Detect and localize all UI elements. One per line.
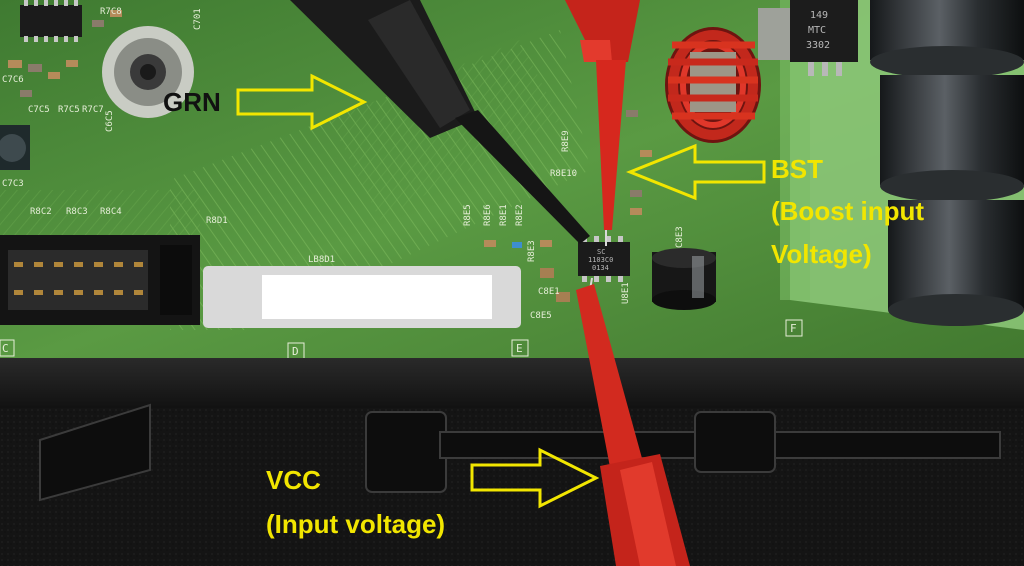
- mounting-hole: [140, 64, 156, 80]
- grn-label: GRN: [163, 87, 221, 117]
- silkscreen-ref: R7C8: [100, 7, 122, 17]
- silkscreen-ref: R8D1: [206, 216, 228, 226]
- smd-components: [0, 10, 122, 170]
- regulator-marking: MTC: [808, 25, 826, 36]
- pcb-traces: [0, 190, 200, 235]
- zone-marker-label: D: [292, 345, 299, 358]
- toroid-inductor: [665, 27, 761, 143]
- silkscreen-ref: C701: [193, 8, 203, 30]
- ic-marking: 0134: [592, 264, 609, 272]
- tray-slots: [39, 403, 1001, 502]
- voltage-regulator: [758, 0, 858, 76]
- silkscreen-ref: R8E5: [463, 204, 473, 226]
- silkscreen-ref: R8C3: [66, 207, 88, 217]
- silkscreen-ref: C6C5: [105, 110, 115, 132]
- silkscreen-ref: R8E3: [527, 240, 537, 262]
- regulator-marking: 3302: [806, 40, 830, 51]
- silkscreen-ref: R8E9: [561, 130, 571, 152]
- sticker-redaction: [262, 275, 492, 319]
- silkscreen-ref: C8E5: [530, 311, 552, 321]
- silkscreen-ref: R8E1: [499, 204, 509, 226]
- silkscreen-ref: R8C2: [30, 207, 52, 217]
- zone-marker-label: F: [790, 322, 797, 335]
- bst-label: BST: [771, 154, 823, 184]
- ic-top-left: [20, 5, 82, 37]
- ic-marking: SC: [597, 248, 605, 256]
- arrow-left-outline-icon: [625, 143, 766, 201]
- silkscreen-ref: LB8D1: [308, 255, 335, 265]
- silkscreen-ref: R7C7: [82, 105, 104, 115]
- bst-description-line2: Voltage): [771, 239, 872, 269]
- regulator-marking: 149: [810, 10, 828, 21]
- silkscreen-ref: R8E6: [483, 204, 493, 226]
- pin-header-latch: [160, 245, 192, 315]
- ic-marking: 1103C0: [588, 256, 613, 264]
- silkscreen-ref: C7C6: [2, 75, 24, 85]
- vcc-label: VCC: [266, 465, 321, 495]
- red-probe-top: [565, 0, 640, 246]
- silkscreen-ref: C7C3: [2, 179, 24, 189]
- bst-description-line1: (Boost input: [771, 196, 925, 226]
- ic-pins: [24, 0, 78, 42]
- silkscreen-ref: R8E10: [550, 169, 577, 179]
- silkscreen-ref: R7C5: [58, 105, 80, 115]
- pin-header: [8, 250, 148, 310]
- zone-marker: [785, 319, 803, 337]
- arrow-right-outline-icon: [470, 447, 600, 509]
- smd-components: [484, 110, 652, 302]
- chassis-tray: [0, 358, 1024, 410]
- zone-marker: [511, 339, 529, 357]
- zone-marker: [0, 339, 15, 357]
- electrolytic-capacitors: [870, 0, 1024, 326]
- zone-marker-label: E: [516, 342, 523, 355]
- black-probe: [290, 0, 590, 244]
- ic-8pin: [578, 236, 630, 282]
- arrow-right-outline-icon: [236, 73, 368, 131]
- zone-marker-label: C: [2, 342, 9, 355]
- small-capacitor: [652, 248, 716, 310]
- red-probe-bottom: [576, 277, 690, 566]
- header-pins: [14, 262, 143, 295]
- silkscreen-ref: R8E2: [515, 204, 525, 226]
- silkscreen-ref: C7C5: [28, 105, 50, 115]
- silkscreen-ref: C8E3: [675, 226, 685, 248]
- silkscreen-ref: R8C4: [100, 207, 122, 217]
- silkscreen-ref: U8E1: [621, 282, 631, 304]
- vcc-description: (Input voltage): [266, 509, 446, 539]
- silkscreen-ref: C8E1: [538, 287, 560, 297]
